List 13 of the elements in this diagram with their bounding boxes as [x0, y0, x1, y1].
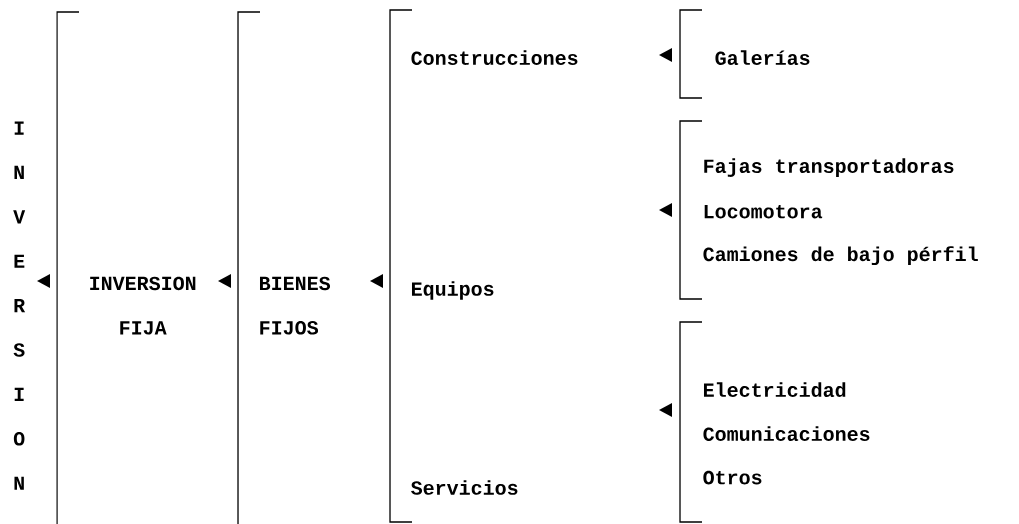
vertical-label: I N V E R S I O N — [13, 121, 26, 490]
label: Camiones de bajo pérfil — [703, 246, 978, 266]
label: Electricidad — [704, 382, 846, 397]
label: BIENES FIJOS — [260, 276, 331, 335]
label: Fajas transportadoras — [704, 158, 954, 177]
label: Comunicaciones — [703, 426, 870, 441]
label: Otros — [703, 470, 762, 485]
label: Locomotora — [704, 204, 823, 219]
label: Galerías — [715, 50, 810, 65]
label: Construcciones — [411, 50, 578, 65]
label: INVERSION FIJA — [90, 276, 196, 335]
label: Equipos — [412, 281, 494, 300]
label: Servicios — [411, 480, 518, 495]
